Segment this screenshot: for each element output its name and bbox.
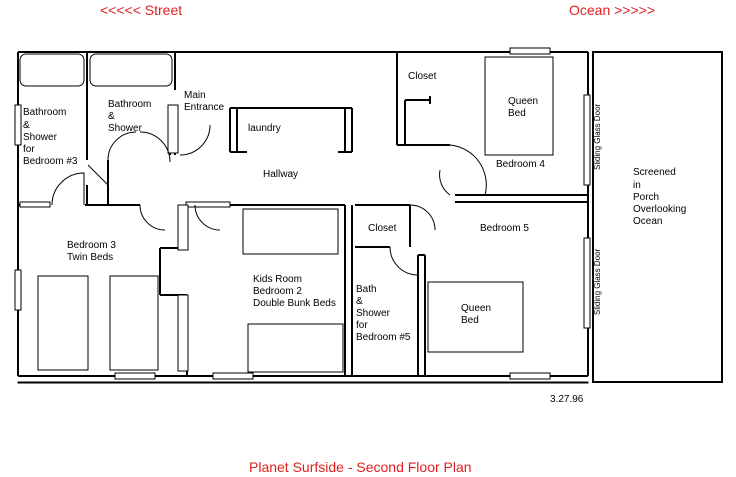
- bath5-line1: Bath: [356, 284, 377, 295]
- queen-bed-4-line1: Queen: [508, 96, 538, 107]
- queen-bed-5-line2: Bed: [461, 315, 479, 326]
- bath5-line5: Bedroom #5: [356, 332, 411, 343]
- bath-mid-line3: Shower: [108, 123, 143, 134]
- porch-line4: Overlooking: [633, 204, 686, 215]
- bedroom3-line1: Bedroom 3: [67, 240, 116, 251]
- queen-bed-4-line2: Bed: [508, 108, 526, 119]
- queen-bed-5-line1: Queen: [461, 303, 491, 314]
- bath3-line2: &: [23, 120, 30, 131]
- street-direction-label: <<<<< Street: [100, 2, 182, 18]
- bath5-line2: &: [356, 296, 363, 307]
- closet-top-label: Closet: [408, 71, 437, 82]
- porch-line3: Porch: [633, 192, 659, 203]
- bath3-line4: for: [23, 144, 35, 155]
- porch-outline: [592, 51, 723, 383]
- main-entrance-line1: Main: [184, 90, 206, 101]
- bath-mid-line2: &: [108, 111, 115, 122]
- closet-mid-label: Closet: [368, 223, 397, 234]
- bath3-line5: Bedroom #3: [23, 156, 78, 167]
- bath3-line1: Bathroom: [23, 107, 66, 118]
- kids-room-line1: Kids Room: [253, 274, 302, 285]
- porch-line1: Screened: [633, 167, 676, 178]
- sliding-door-bottom-label: Sliding Glass Door: [593, 248, 602, 315]
- ocean-direction-label: Ocean >>>>>: [569, 2, 655, 18]
- bathtubs: [19, 53, 173, 87]
- bath5-line3: Shower: [356, 308, 391, 319]
- beds: [37, 56, 554, 373]
- door-swings: [51, 124, 487, 276]
- windows: [14, 47, 551, 380]
- room-labels: Bathroom & Shower for Bedroom #3 Bathroo…: [23, 71, 686, 343]
- kids-room-line3: Double Bunk Beds: [253, 298, 336, 309]
- kids-room-line2: Bedroom 2: [253, 286, 302, 297]
- hallway-label: Hallway: [263, 169, 298, 180]
- bath3-line3: Shower: [23, 132, 58, 143]
- sliding-door-top-label: Sliding Glass Door: [593, 103, 602, 170]
- laundry-label: laundry: [248, 123, 281, 134]
- plan-title: Planet Surfside - Second Floor Plan: [249, 459, 472, 475]
- bath5-line4: for: [356, 320, 368, 331]
- sliding-doors: Sliding Glass Door Sliding Glass Door: [583, 94, 602, 329]
- bedroom4-label: Bedroom 4: [496, 159, 545, 170]
- bath-mid-line1: Bathroom: [108, 99, 151, 110]
- main-entrance-line2: Entrance: [184, 102, 224, 113]
- porch-line5: Ocean: [633, 216, 662, 227]
- porch-line2: in: [633, 180, 641, 191]
- bedroom5-label: Bedroom 5: [480, 223, 529, 234]
- bedroom3-line2: Twin Beds: [67, 252, 113, 263]
- plan-date: 3.27.96: [550, 394, 584, 405]
